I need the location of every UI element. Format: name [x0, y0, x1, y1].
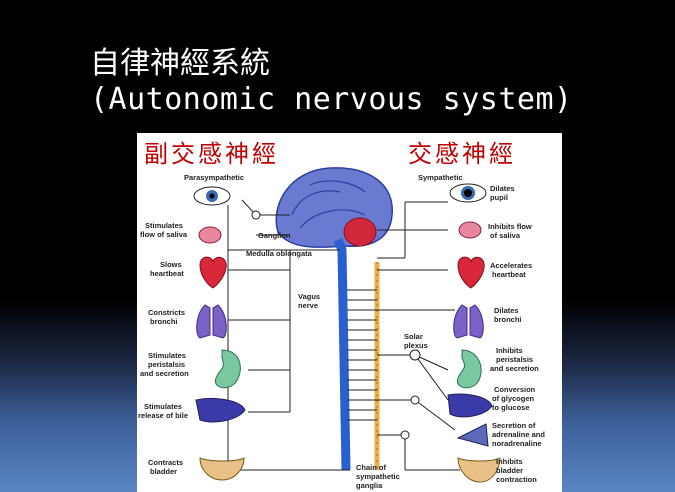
- symp-effect-label: peristalsis: [496, 355, 533, 364]
- symp-effect-label: and secretion: [490, 364, 539, 373]
- symp-effect-label: pupil: [490, 193, 508, 202]
- sympathetic-header: Sympathetic: [418, 173, 463, 182]
- symp-effect-label: to glucose: [492, 403, 530, 412]
- symp-effect-label: Inhibits flow: [488, 222, 532, 231]
- ganglion-node-bladder: [401, 431, 409, 439]
- solar-label-2: plexus: [404, 341, 428, 350]
- symp-effect-label: adrenaline and: [492, 430, 545, 439]
- left-stomach: [215, 350, 240, 388]
- symp-effect-label: of saliva: [490, 231, 521, 240]
- left-bladder: [200, 458, 244, 480]
- para-effect-label: Slows: [160, 260, 182, 269]
- para-effect-label: flow of saliva: [140, 230, 188, 239]
- symp-effect-label: heartbeat: [492, 270, 526, 279]
- para-effect-label: Stimulates: [144, 402, 182, 411]
- para-effect-label: and secretion: [140, 369, 189, 378]
- para-effect-label: release of bile: [138, 411, 188, 420]
- symp-effect-label: Conversion: [494, 385, 536, 394]
- ganglion-label: Ganglion: [258, 231, 291, 240]
- solar-plexus-node: [410, 350, 420, 360]
- parasympathetic-header: Parasympathetic: [184, 173, 244, 182]
- para-effect-label: Stimulates: [148, 351, 186, 360]
- ganglion-node: [252, 211, 260, 219]
- para-effect-label: peristalsis: [148, 360, 185, 369]
- symp-effect-label: Accelerates: [490, 261, 532, 270]
- symp-effect-label: bladder: [496, 466, 523, 475]
- chain-label-3: ganglia: [356, 481, 383, 490]
- symp-effect-label: noradrenaline: [492, 439, 542, 448]
- left-liver: [196, 398, 245, 421]
- chain-label-1: Chain of: [356, 463, 386, 472]
- symp-effect-label: Inhibits: [496, 457, 523, 466]
- vagus-label-2: nerve: [298, 301, 318, 310]
- vagus-label-1: Vagus: [298, 292, 320, 301]
- chain-label-2: sympathetic: [356, 472, 400, 481]
- para-effect-label: Constricts: [148, 308, 185, 317]
- symp-effect-label: Secretion of: [492, 421, 536, 430]
- right-eye: [450, 184, 486, 202]
- symp-effect-label: Inhibits: [496, 346, 523, 355]
- symp-effect-label: Dilates: [494, 306, 519, 315]
- symp-effect-label: contraction: [496, 475, 537, 484]
- medulla-label: Medulla oblongata: [246, 249, 313, 258]
- left-lungs: [197, 305, 227, 338]
- right-liver: [448, 394, 492, 417]
- left-heart: [200, 257, 226, 288]
- right-adrenal: [458, 424, 488, 446]
- para-effect-label: Stimulates: [145, 221, 183, 230]
- symp-effect-label: Dilates: [490, 184, 515, 193]
- left-salivary-gland: [199, 227, 221, 243]
- right-bladder: [458, 458, 500, 482]
- right-salivary-gland: [459, 222, 481, 238]
- right-stomach: [457, 350, 481, 388]
- right-lungs: [454, 305, 484, 338]
- symp-effect-label: bronchi: [494, 315, 522, 324]
- para-effect-label: bronchi: [150, 317, 178, 326]
- para-effect-label: bladder: [150, 467, 177, 476]
- left-eye: [194, 187, 230, 205]
- solar-label-1: Solar: [404, 332, 423, 341]
- right-heart: [458, 257, 484, 288]
- ganglion-node-lower: [411, 396, 419, 404]
- cerebellum: [344, 218, 376, 246]
- spinal-cord: [338, 240, 346, 470]
- para-effect-label: Contracts: [148, 458, 183, 467]
- symp-effect-label: of glycogen: [492, 394, 535, 403]
- para-effect-label: heartbeat: [150, 269, 184, 278]
